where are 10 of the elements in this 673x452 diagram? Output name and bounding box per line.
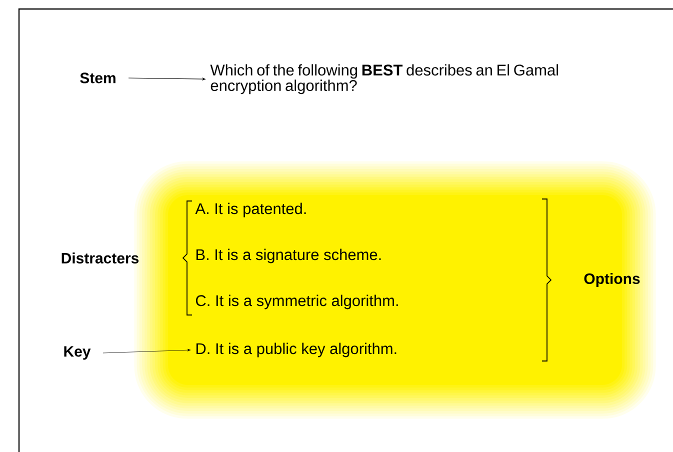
key-label: Key: [64, 346, 91, 360]
option-text: A. It is patented.: [195, 202, 306, 218]
option-text: B. It is a signature scheme.: [196, 248, 381, 264]
distracters-label: Distracters: [62, 252, 139, 264]
option-text: C. It is a symmetric algorithm.: [196, 294, 398, 310]
arrow: [102, 348, 191, 354]
stem-label: Stem: [80, 72, 116, 84]
option-text: D. It is a public key algorithm.: [196, 342, 396, 358]
question-text: Which of the following BEST describes an El Gamal encryption algorithm?: [210, 64, 558, 94]
options-label: Options: [584, 273, 640, 287]
